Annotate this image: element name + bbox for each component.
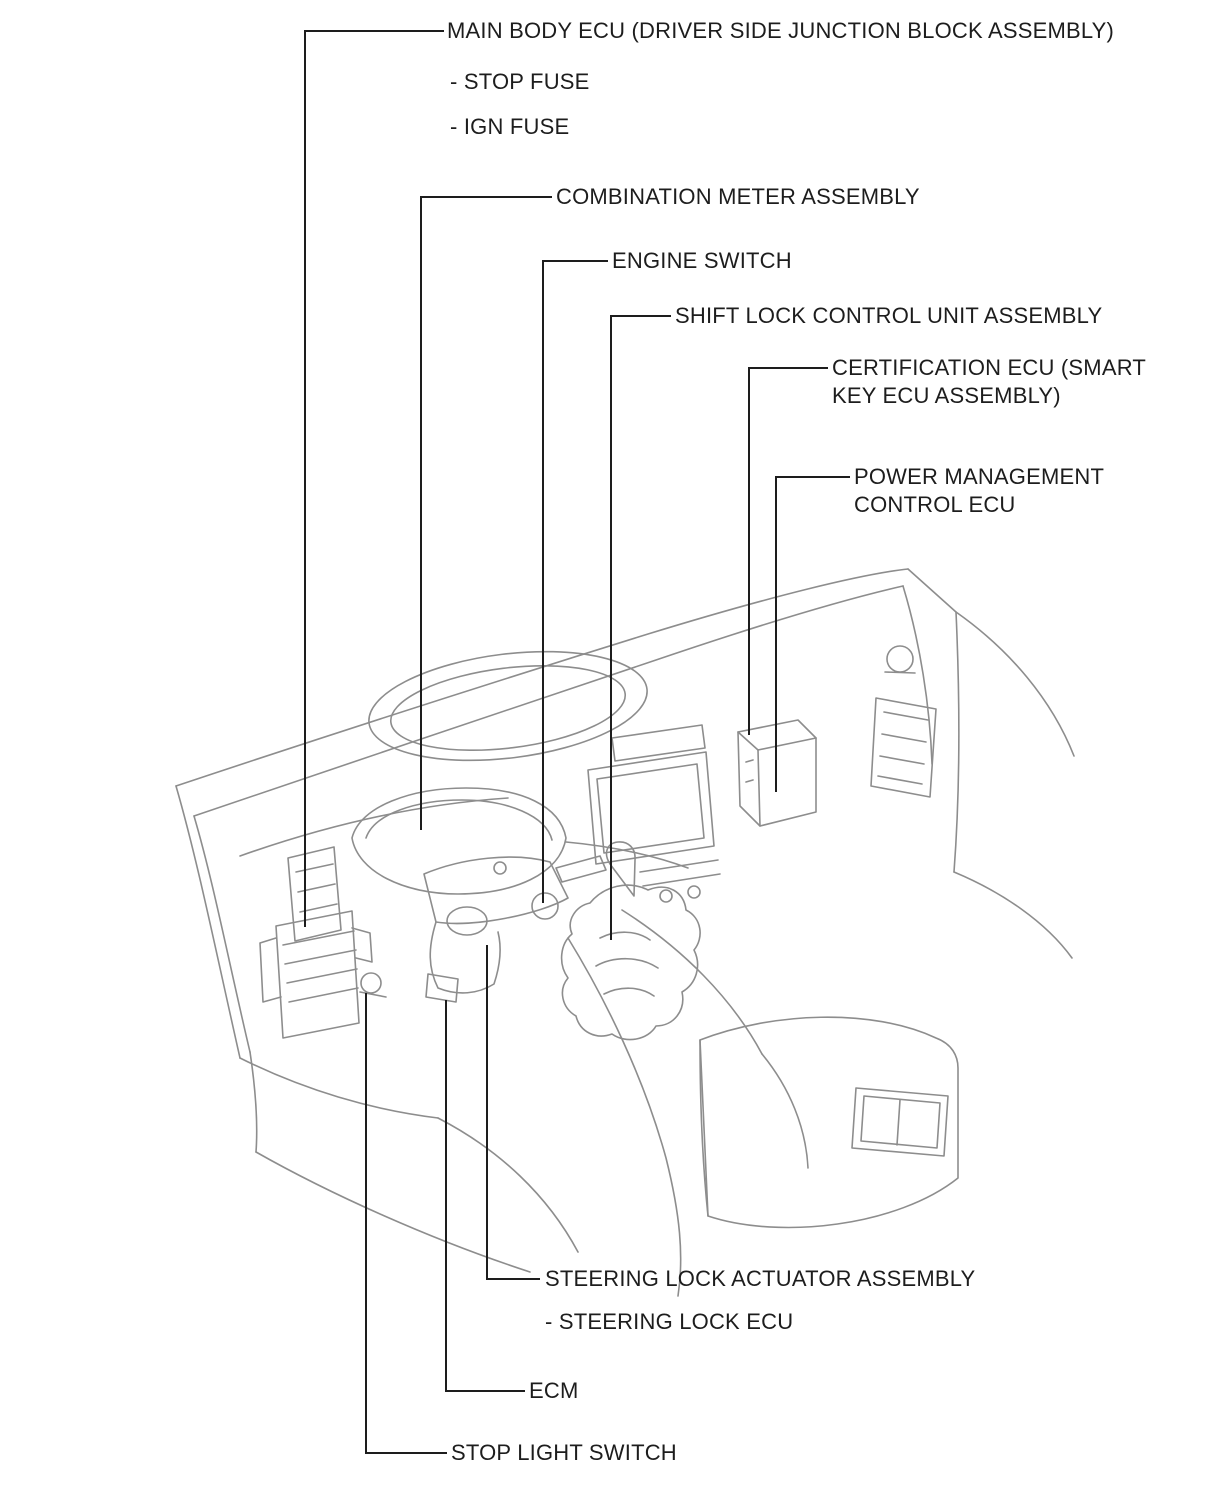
leader-line-main-body-ecu: [304, 30, 444, 927]
center-stack: [587, 724, 721, 903]
wiper-stalk: [555, 855, 607, 883]
label-ign-fuse: - IGN FUSE: [450, 114, 570, 139]
label-combination-meter: COMBINATION METER ASSEMBLY: [556, 184, 920, 209]
label-shift-lock: SHIFT LOCK CONTROL UNIT ASSEMBLY: [675, 303, 1103, 328]
leader-line-stop-light-switch: [365, 993, 447, 1454]
dash-right-end: [870, 568, 1075, 959]
certification-ecu-box: [737, 719, 817, 827]
label-certification-ecu: CERTIFICATION ECU (SMART KEY ECU ASSEMBL…: [832, 355, 1147, 408]
stop-light-switch-part: [360, 972, 382, 994]
label-engine-switch: ENGINE SWITCH: [612, 248, 792, 273]
dashboard-line-art: [175, 568, 1075, 1297]
lower-dash-lines: [239, 1051, 579, 1273]
dash-top-lines: [175, 568, 909, 817]
column-bracket: [425, 973, 459, 1003]
leader-lines: [304, 30, 850, 1454]
label-main-body-ecu: MAIN BODY ECU (DRIVER SIDE JUNCTION BLOC…: [447, 18, 1115, 43]
label-ecm: ECM: [529, 1378, 579, 1403]
steering-lock-actuator-part: [446, 906, 488, 936]
instrument-hood: [368, 650, 648, 762]
left-side-vent: [287, 846, 342, 942]
tweeter-grille: [886, 645, 914, 673]
engine-switch-part: [531, 892, 559, 920]
center-console: [567, 909, 959, 1297]
leader-line-certification-ecu: [748, 367, 828, 735]
console-switch-panel: [851, 1087, 949, 1157]
steering-column: [423, 856, 569, 1003]
shift-lever: [605, 841, 636, 897]
leader-line-steering-lock-actuator: [486, 945, 540, 1280]
leader-line-combination-meter: [420, 196, 552, 830]
leader-line-shift-lock: [610, 315, 671, 940]
dash-face-lines: [239, 797, 689, 869]
combination-meter-cluster: [351, 787, 567, 895]
label-stop-fuse: - STOP FUSE: [450, 69, 590, 94]
label-steering-lock-actuator: STEERING LOCK ACTUATOR ASSEMBLY: [545, 1266, 976, 1291]
label-power-management: POWER MANAGEMENT CONTROL ECU: [854, 464, 1105, 517]
shifter-assembly: [560, 841, 701, 1041]
label-steering-lock-ecu: - STEERING LOCK ECU: [545, 1309, 794, 1334]
leader-line-engine-switch: [542, 260, 608, 903]
label-stop-light-switch: STOP LIGHT SWITCH: [451, 1440, 677, 1465]
leader-line-power-management: [775, 476, 850, 792]
dash-left-edge: [175, 785, 251, 1059]
leader-line-ecm: [445, 1000, 525, 1392]
junction-block-assembly: [259, 910, 387, 1039]
right-side-vent: [870, 697, 937, 798]
